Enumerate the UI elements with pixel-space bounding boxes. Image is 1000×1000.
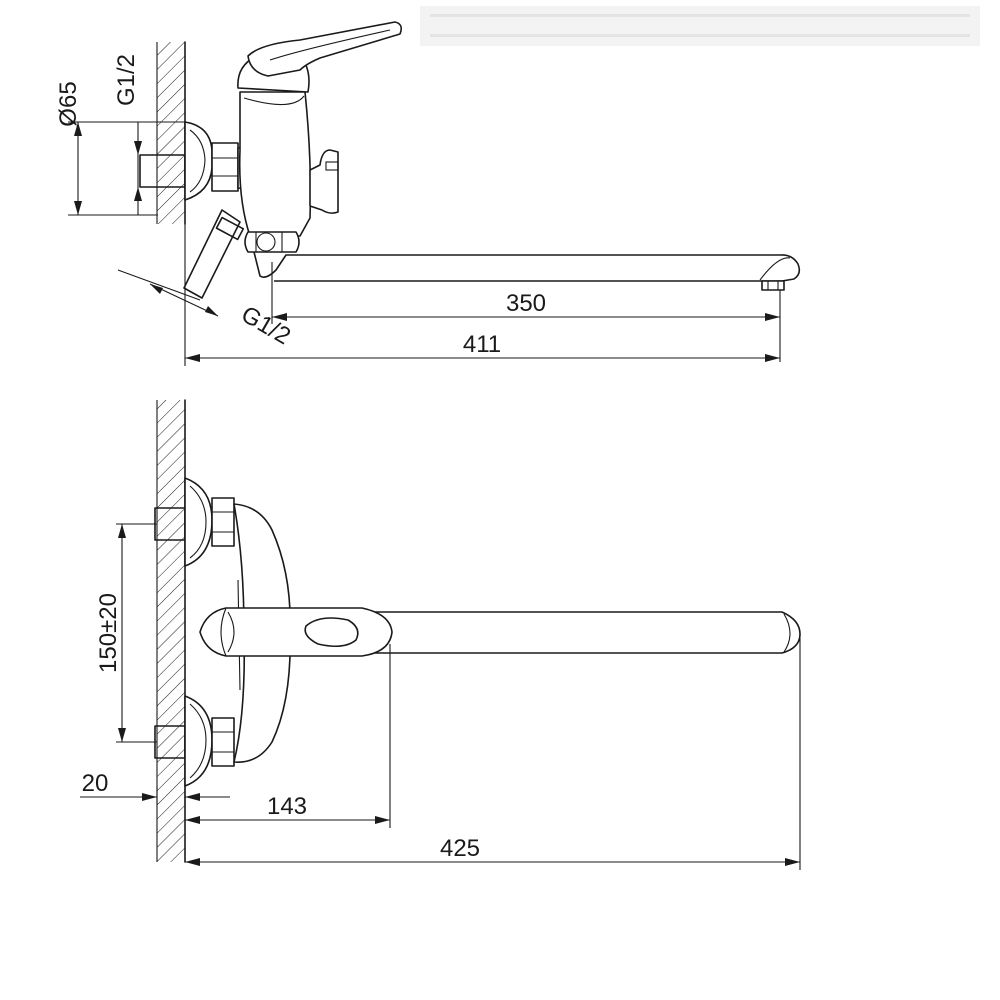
wall-side: [156, 41, 186, 225]
dim-diameter: Ø65: [55, 81, 185, 216]
dim-lever: 143: [185, 644, 391, 828]
dim-thread-hose-label: G1/2: [236, 301, 295, 350]
lever-side: [247, 21, 402, 77]
dim-side-total-label: 411: [463, 331, 501, 358]
dim-spacing-label: 150±20: [95, 593, 122, 673]
dim-top-total-label: 425: [440, 835, 480, 862]
side-view: Ø65 G1/2 G1/2 350: [55, 21, 801, 366]
escutcheon-side: [184, 121, 213, 201]
dim-spacing: 150±20: [95, 523, 157, 743]
dim-thread-top-label: G1/2: [113, 54, 140, 106]
dim-thread-top: G1/2: [113, 54, 142, 215]
lower-connector-top: [154, 695, 235, 787]
dim-wall: 20: [80, 770, 230, 805]
mixer-body-side: [237, 51, 312, 237]
dim-wall-label: 20: [82, 770, 109, 797]
top-view: 150±20 20 143 425: [80, 399, 801, 870]
dim-lever-label: 143: [267, 793, 307, 820]
dim-spout: 350: [271, 262, 781, 362]
dim-diameter-label: Ø65: [55, 81, 82, 126]
spout-nut-side: [244, 231, 300, 253]
upper-connector-top: [154, 477, 235, 567]
dim-top-total: 425: [185, 634, 801, 870]
spout-top: [359, 611, 801, 654]
spout-side: [253, 251, 801, 291]
faint-header-watermark: [420, 6, 980, 46]
lever-top: [199, 607, 393, 657]
hose-outlet-side: [183, 209, 245, 299]
wall-top: [156, 399, 186, 863]
dim-side-total: 411: [184, 224, 780, 366]
diverter-side: [309, 149, 339, 214]
dim-spout-label: 350: [506, 290, 546, 317]
